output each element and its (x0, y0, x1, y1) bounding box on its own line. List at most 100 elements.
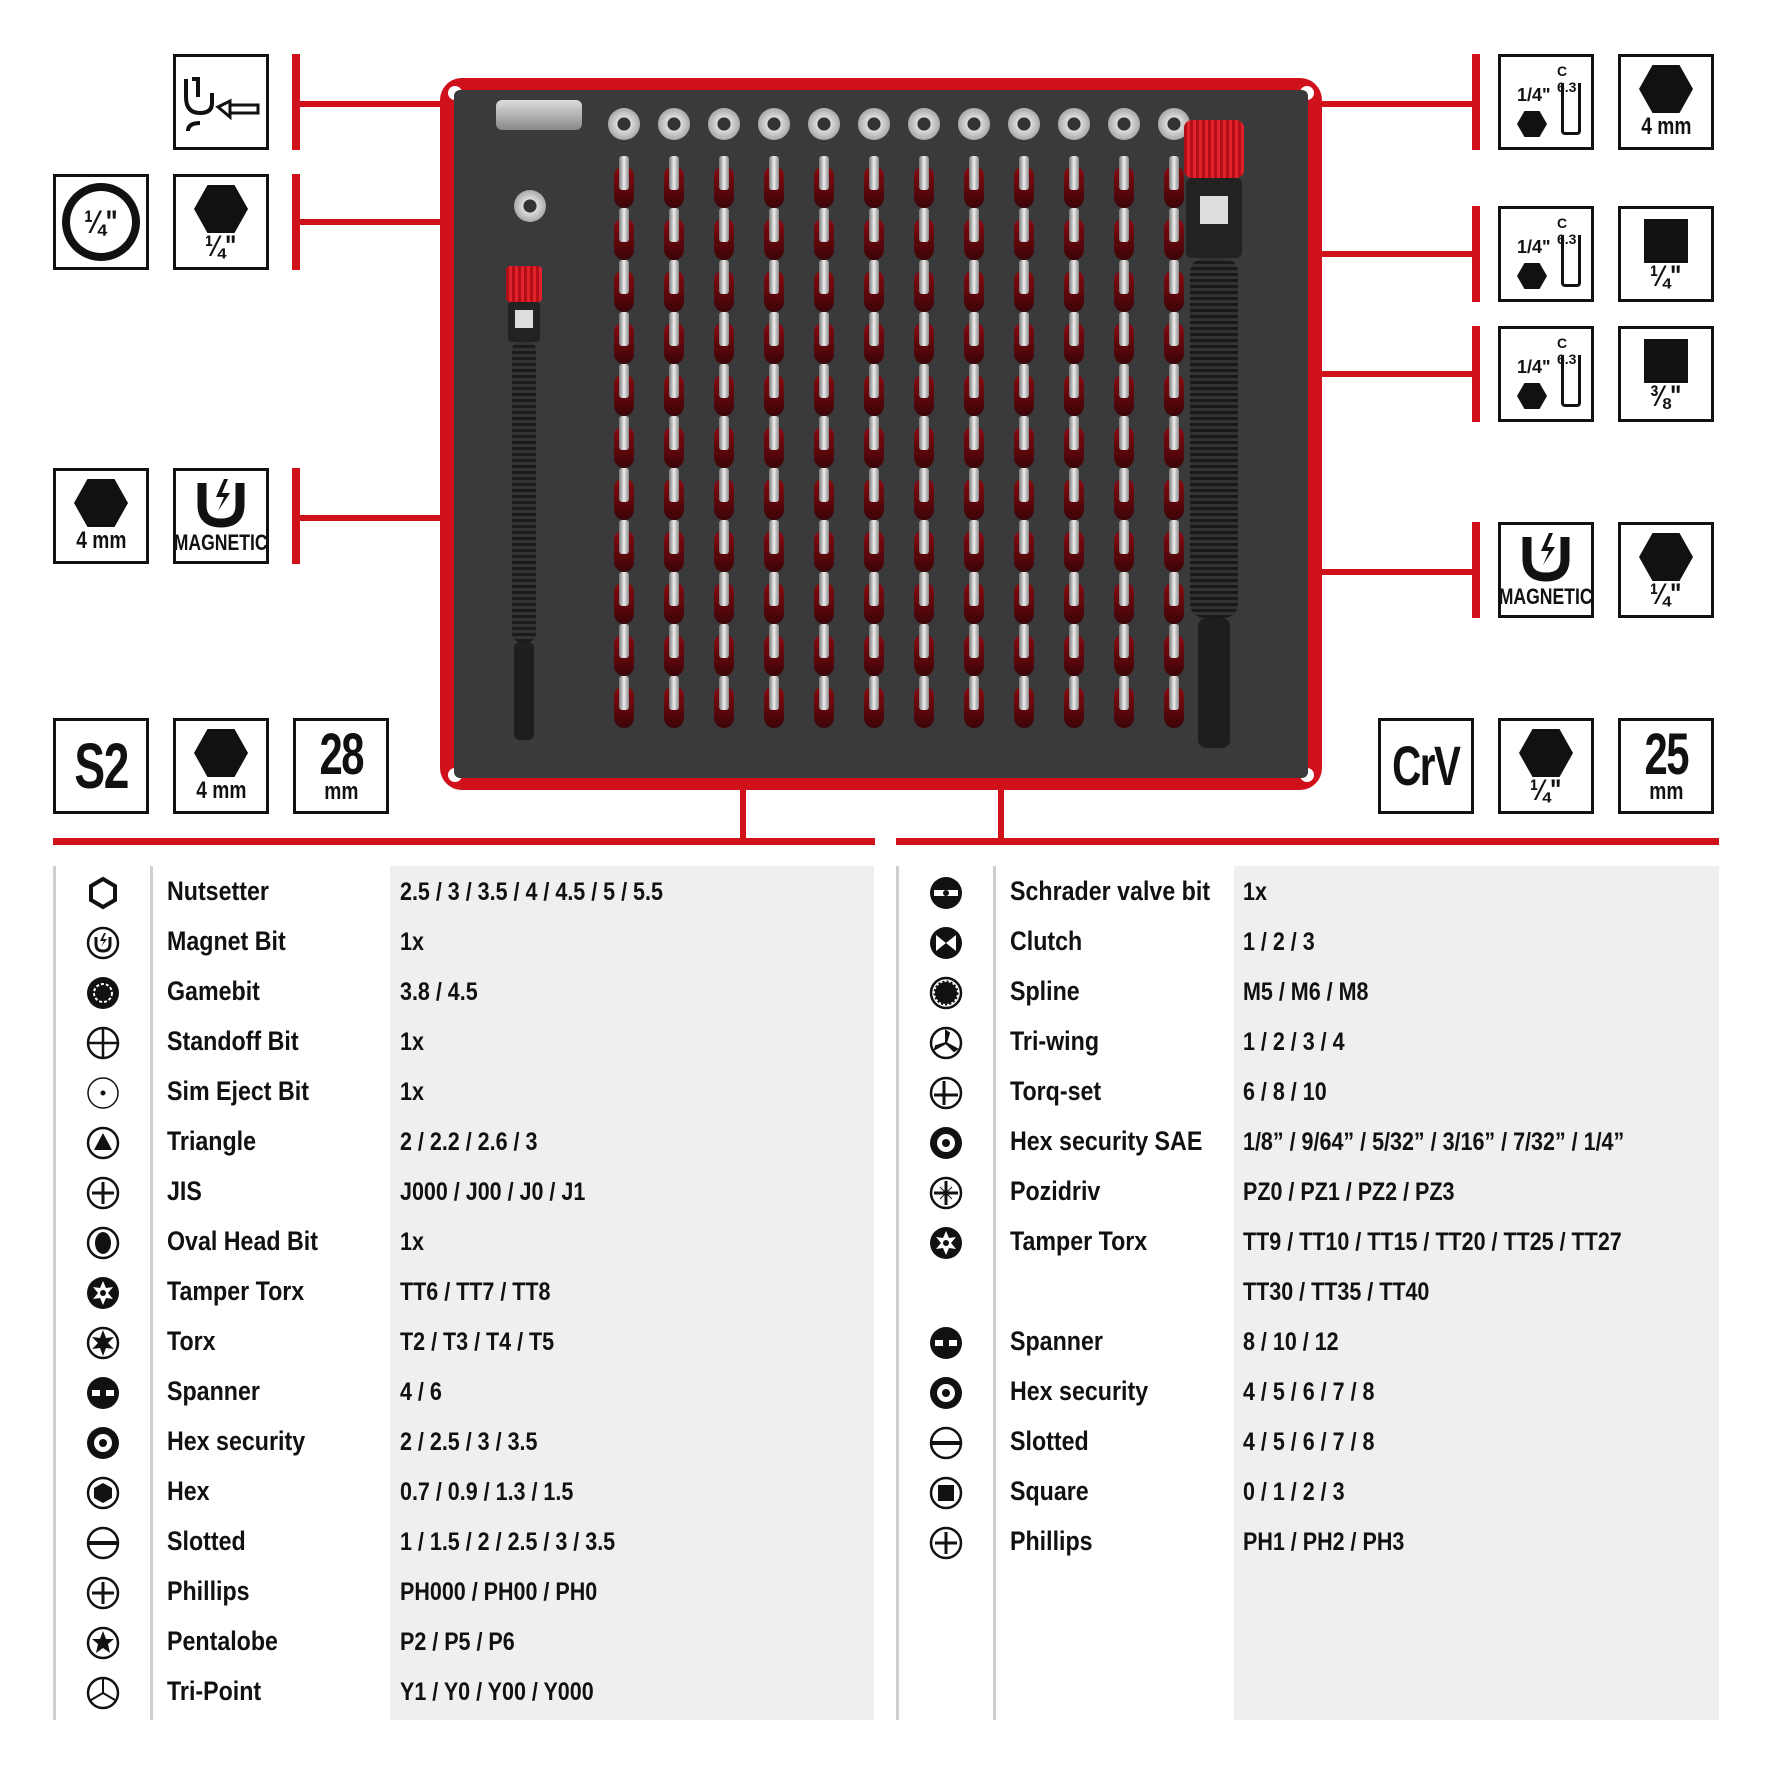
magnet-bit-icon (85, 925, 121, 961)
pentalobe-icon (85, 1625, 121, 1661)
length-28mm-badge: 28 mm (293, 718, 389, 814)
screwdriver-bit (919, 260, 929, 294)
hexagon-icon (1517, 383, 1547, 409)
screwdriver-bit (919, 364, 929, 398)
screwdriver-bit (719, 624, 729, 658)
torq-set-icon (928, 1075, 964, 1111)
screwdriver-bit (969, 364, 979, 398)
callout-line (1260, 569, 1476, 575)
screwdriver-bit (969, 260, 979, 294)
shank-icon (1561, 83, 1581, 135)
tri-point-icon (85, 1675, 121, 1711)
screwdriver-bit (669, 416, 679, 450)
screwdriver-bit (769, 208, 779, 242)
hex-quarter-bottom-label: ¼" (1530, 774, 1562, 807)
bit-sizes: 0.7 / 0.9 / 1.3 / 1.5 (400, 1478, 574, 1506)
bit-sizes: 4 / 5 / 6 / 7 / 8 (1243, 1428, 1375, 1456)
clutch-icon (928, 925, 964, 961)
square-three-eighths-badge: ⅜" (1618, 326, 1714, 422)
screwdriver-bit (819, 624, 829, 658)
callout-line (296, 515, 514, 521)
bit-type-name: JIS (167, 1176, 202, 1206)
c63-badge-1: C 6.3 1/4" (1498, 54, 1594, 150)
magnet-icon (197, 479, 245, 528)
screwdriver-bit (919, 416, 929, 450)
bit-type-name: Pentalobe (167, 1626, 278, 1656)
screwdriver-bit (1069, 676, 1079, 710)
screwdriver-bit (1169, 624, 1179, 658)
screwdriver-bit (1069, 468, 1079, 502)
square-drive-icon (1644, 339, 1688, 383)
bit-sizes: 1x (400, 1228, 424, 1256)
jis-icon (85, 1175, 121, 1211)
bit-tray (440, 78, 1322, 790)
callout-bracket (1472, 522, 1480, 618)
bit-sizes: 2 / 2.5 / 3 / 3.5 (400, 1428, 538, 1456)
screwdriver-bit (1119, 156, 1129, 190)
bit-sizes: 6 / 8 / 10 (1243, 1078, 1327, 1106)
screwdriver-bit (669, 260, 679, 294)
quarter-inch-drive-badge: ¼" (53, 174, 149, 270)
left-table-rule (53, 838, 875, 845)
screwdriver-bit (819, 572, 829, 606)
bit-type-name: Nutsetter (167, 876, 269, 906)
bit-sizes: Y1 / Y0 / Y00 / Y000 (400, 1678, 594, 1706)
screwdriver-bit (719, 312, 729, 346)
screwdriver-bit (619, 624, 629, 658)
screwdriver-bit (1169, 468, 1179, 502)
bit-type-name: Hex security (167, 1426, 306, 1456)
screwdriver-bit (669, 208, 679, 242)
screwdriver-bit (869, 624, 879, 658)
square-quarter-label: ¼" (1650, 260, 1682, 293)
bit-type-name: Clutch (1010, 926, 1083, 956)
screwdriver-bit (819, 260, 829, 294)
hex-quarter-right-label: ¼" (1650, 578, 1682, 611)
shank-icon (1561, 235, 1581, 287)
bit-sizes: 1 / 2 / 3 (1243, 928, 1315, 956)
magnetic-label-right: MAGNETIC (1499, 584, 1593, 609)
screwdriver-bit (1119, 676, 1129, 710)
screwdriver-bit (1119, 468, 1129, 502)
screwdriver-bit (769, 364, 779, 398)
screwdriver-bit (1169, 520, 1179, 554)
screwdriver-bit (869, 208, 879, 242)
bit-sizes: 8 / 10 / 12 (1243, 1328, 1339, 1356)
bit-type-name: Tamper Torx (167, 1276, 305, 1306)
screwdriver-bit (919, 156, 929, 190)
phillips-icon (85, 1575, 121, 1611)
screwdriver-bit (919, 676, 929, 710)
triangle-icon (85, 1125, 121, 1161)
screwdriver-bit (1169, 312, 1179, 346)
socket-bit (808, 108, 840, 140)
bit-sizes: 1 / 1.5 / 2 / 2.5 / 3 / 3.5 (400, 1528, 616, 1556)
screwdriver-bit (719, 520, 729, 554)
screwdriver-bit (1069, 572, 1079, 606)
hook-badge (173, 54, 269, 150)
slotted-icon (928, 1425, 964, 1461)
hex-quarter-bottom-badge: ¼" (1498, 718, 1594, 814)
screwdriver-bit (669, 676, 679, 710)
bit-type-name: Slotted (1010, 1426, 1089, 1456)
screwdriver-bit (1019, 416, 1029, 450)
bit-sizes: 2.5 / 3 / 3.5 / 4 / 4.5 / 5 / 5.5 (400, 878, 663, 906)
screwdriver-bit (1169, 676, 1179, 710)
bit-sizes: TT30 / TT35 / TT40 (1243, 1278, 1430, 1306)
screwdriver-bit (869, 364, 879, 398)
bit-sizes: 2 / 2.2 / 2.6 / 3 (400, 1128, 538, 1156)
large-driver-shaft (1198, 618, 1230, 748)
socket-bit (958, 108, 990, 140)
crv-steel-badge: CrV (1378, 718, 1474, 814)
screwdriver-bit (969, 468, 979, 502)
screwdriver-bit (919, 468, 929, 502)
bit-type-name: Standoff Bit (167, 1026, 299, 1056)
screwdriver-bit (619, 572, 629, 606)
screwdriver-bit (619, 208, 629, 242)
screwdriver-bit (1119, 416, 1129, 450)
screwdriver-bit (1019, 312, 1029, 346)
square-icon (928, 1475, 964, 1511)
quarter-hex-label: ¼" (205, 230, 237, 263)
pozidriv-icon (928, 1175, 964, 1211)
bit-sizes: TT6 / TT7 / TT8 (400, 1278, 551, 1306)
screwdriver-bit (869, 468, 879, 502)
square-quarter-badge: ¼" (1618, 206, 1714, 302)
